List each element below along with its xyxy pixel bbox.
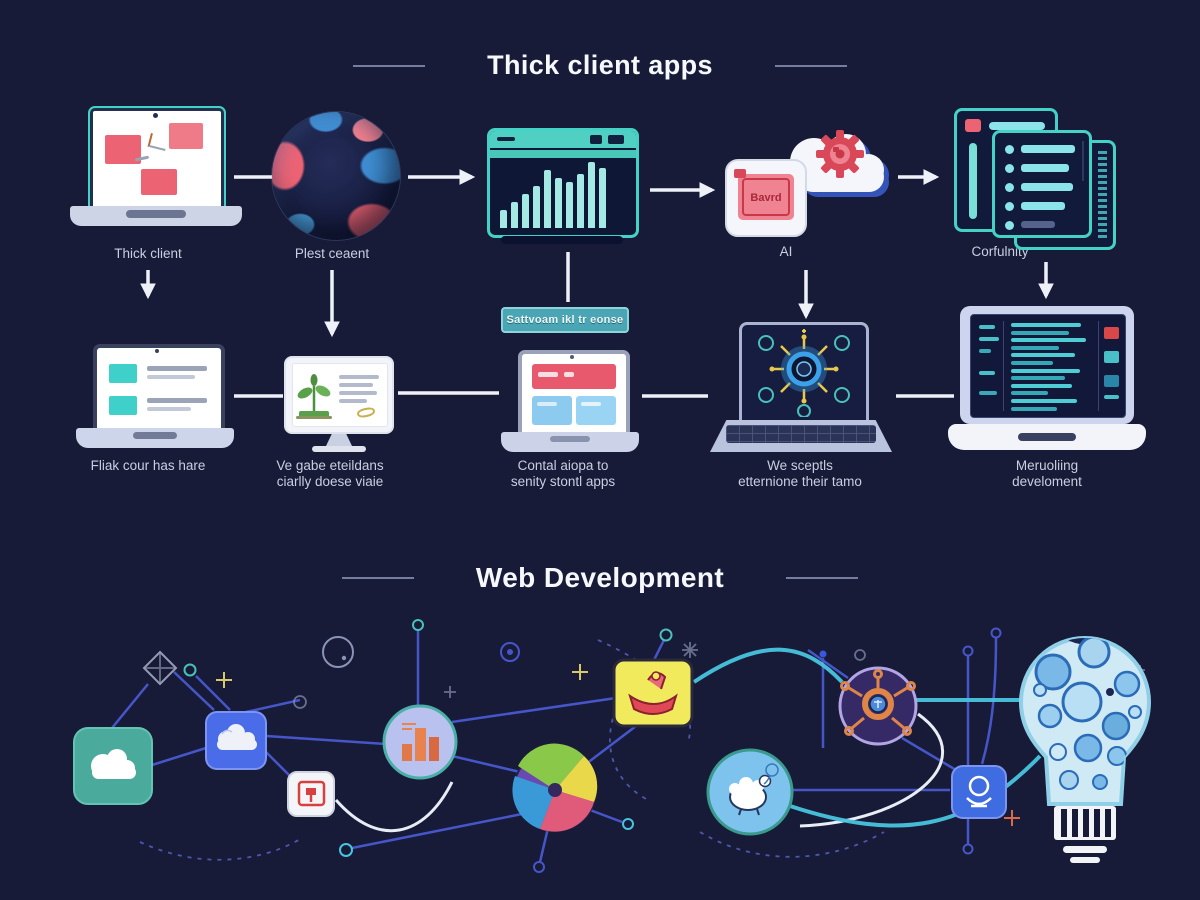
plant-icon	[296, 374, 332, 419]
label-ai: AI	[779, 244, 793, 259]
bar-chart-bars	[500, 160, 628, 228]
code-screen	[970, 314, 1126, 418]
sparkle-icons	[216, 664, 588, 688]
thick-client-laptop-icon	[70, 108, 242, 240]
bug-icon	[840, 669, 916, 736]
flow-connectors	[140, 169, 1054, 398]
label-row2-4: We sceptls etternione their tamo	[738, 458, 862, 489]
list-laptop-icon	[76, 344, 234, 450]
ai-tablet-text: Bavrd	[750, 192, 781, 204]
browser-stand	[501, 236, 623, 244]
bulb-bubbles	[1033, 638, 1142, 790]
pile-icon	[217, 724, 257, 750]
beachball-node	[512, 743, 598, 832]
web-development-network	[73, 619, 1152, 873]
laptop-screen	[93, 344, 225, 436]
decorative-doodles	[142, 636, 1145, 826]
cloud-icon	[91, 749, 136, 779]
code-lines	[1011, 323, 1091, 414]
scale-tile-node	[951, 765, 1007, 819]
title-rule-left	[353, 64, 426, 67]
ai-cloud-icon: Bavrd	[725, 130, 889, 237]
monitor-frame	[284, 356, 394, 434]
sheep-circle-node	[706, 748, 794, 836]
label-sphere: Plest ceaent	[294, 246, 370, 261]
ai-tablet: Bavrd	[725, 159, 807, 237]
bug-circle-node	[838, 666, 918, 746]
cards-laptop-icon	[501, 350, 639, 454]
laptop-lid	[960, 306, 1134, 424]
red-box-icon	[297, 780, 326, 807]
doc-card-front	[992, 130, 1092, 238]
label-row2-5: Meruoliing develoment	[1012, 458, 1082, 489]
pile-tile-node	[205, 711, 267, 770]
bar-chart-window-icon	[487, 128, 639, 246]
hub-diagram-icon	[758, 329, 850, 418]
laptop-keyboard-base	[710, 420, 892, 452]
laptop-base	[76, 428, 234, 448]
monitor-screen	[292, 363, 388, 427]
bottom-section-title: Web Development	[475, 562, 725, 593]
label-corfulnity: Corfulnity	[971, 244, 1029, 259]
laptop-base	[501, 432, 639, 452]
canoe-icon	[628, 693, 678, 715]
chart-circle-node	[382, 704, 458, 780]
diamond-box-icon	[142, 650, 178, 686]
laptop-screen	[90, 108, 224, 212]
laptop-screen	[518, 350, 630, 440]
stacked-docs-icon	[946, 104, 1160, 254]
boat-tile-node	[612, 658, 694, 728]
laptop-base	[70, 206, 242, 226]
cloud-tile-node	[73, 727, 153, 805]
orange-sparkle-icon	[1004, 810, 1020, 826]
sheep-icon	[729, 763, 779, 816]
label-thick-client: Thick client	[114, 246, 182, 261]
title-rule-right	[786, 577, 859, 579]
top-section-title: Thick client apps	[487, 50, 713, 80]
label-row2-1: Fliak cour has hare	[90, 458, 206, 473]
browser-titlebar	[490, 131, 636, 148]
teal-badge: Sattvoam ikl tr eonse	[501, 307, 629, 333]
label-row2-2: Ve gabe eteildans ciarlly doese viaie	[276, 458, 384, 489]
monitor-stand	[326, 434, 352, 446]
label-row2-3: Contal aiopa to senity stontl apps	[510, 458, 616, 489]
laptop-screen	[739, 322, 869, 426]
plant-monitor-icon	[284, 356, 394, 454]
title-rule-left	[341, 577, 414, 579]
bulb-screw-base	[1054, 806, 1116, 863]
box-tile-node	[287, 771, 335, 817]
title-rule-right	[774, 64, 847, 67]
laptop-base	[948, 424, 1146, 450]
globe-hand-icon	[966, 775, 992, 808]
orange-bar-chart-icon	[402, 723, 439, 761]
outline-circle-icon	[322, 636, 354, 668]
monitor-base	[312, 446, 366, 452]
lightbulb-node	[1018, 635, 1152, 863]
network-hub-laptop-icon	[710, 322, 892, 456]
gear-icon	[816, 130, 864, 178]
bottom-section-header: Web Development	[0, 562, 1200, 594]
top-section-header: Thick client apps	[0, 50, 1200, 81]
globe-sphere-icon	[272, 112, 400, 240]
code-laptop-icon	[948, 306, 1146, 450]
browser-window	[487, 128, 639, 238]
line-terminal-dots	[183, 619, 1002, 873]
